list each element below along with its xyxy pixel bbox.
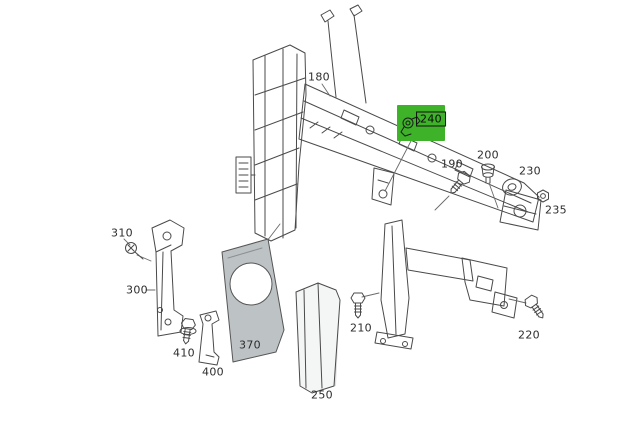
part-370-drawing: [221, 238, 285, 363]
part-label-235[interactable]: 235: [545, 203, 567, 217]
part-label-370[interactable]: 370: [239, 338, 261, 352]
part-label-200[interactable]: 200: [477, 148, 499, 162]
main-assembly-drawing: [235, 4, 542, 350]
part-200-drawing: [481, 163, 495, 184]
part-310-drawing: [125, 242, 144, 260]
part-label-190[interactable]: 190: [441, 157, 463, 171]
part-label-310[interactable]: 310: [111, 226, 133, 240]
part-230-drawing: [502, 178, 522, 196]
part-410-drawing: [178, 317, 197, 346]
leader-lines: [123, 83, 527, 304]
part-label-220[interactable]: 220: [518, 328, 540, 342]
part-label-250[interactable]: 250: [311, 388, 333, 402]
part-240-drawing: [400, 116, 421, 137]
part-label-410[interactable]: 410: [173, 346, 195, 360]
highlight-box-240[interactable]: [397, 105, 445, 141]
part-label-180[interactable]: 180: [308, 70, 330, 84]
part-label-240[interactable]: 240: [416, 111, 446, 127]
part-300-drawing: [151, 219, 185, 337]
part-label-210[interactable]: 210: [350, 321, 372, 335]
part-190-drawing: [445, 168, 474, 199]
part-label-230[interactable]: 230: [519, 164, 541, 178]
part-250-drawing: [295, 282, 341, 394]
part-label-300[interactable]: 300: [126, 283, 148, 297]
part-400-drawing: [198, 310, 220, 366]
part-220-drawing: [522, 292, 549, 323]
part-235-drawing: [537, 189, 549, 203]
part-label-400[interactable]: 400: [202, 365, 224, 379]
